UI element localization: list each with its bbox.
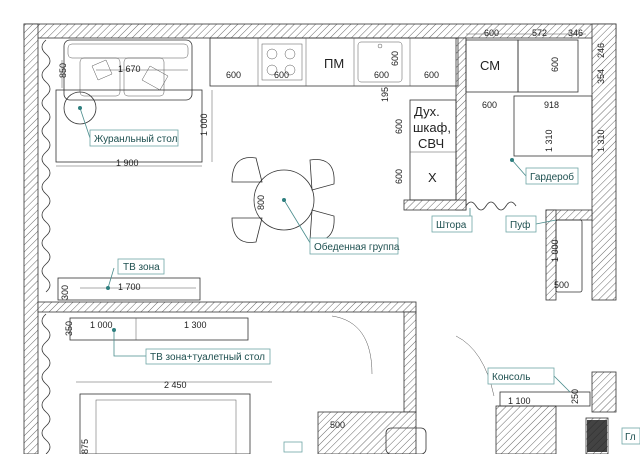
dim-kitchen-2: 600: [274, 70, 289, 80]
dim-console-width: 1 100: [508, 396, 531, 406]
door-arc-1: [331, 315, 373, 375]
dim-wardrobe-right: 1 310: [596, 129, 606, 152]
window-curtain: [41, 39, 51, 293]
callout-coffee-table: Журанльный стол: [78, 106, 179, 147]
dim-sofa-depth: 850: [58, 63, 68, 78]
dim-table: 800: [256, 195, 266, 210]
dim-wardrobe-side-1: 354: [596, 69, 606, 84]
top-wall: [23, 23, 617, 39]
dim-tall-2: 600: [394, 169, 404, 184]
dim-vanity-depth: 350: [64, 321, 74, 336]
dim-kitchen-1: 600: [226, 70, 241, 80]
coffee-table-label: Журанльный стол: [94, 134, 178, 145]
cut-label: Гл: [625, 432, 636, 443]
vanity-cabinet: [69, 317, 249, 341]
dim-kitchen-4: 600: [424, 70, 439, 80]
coffee-table: [63, 91, 97, 125]
oven-label-3: СВЧ: [418, 136, 444, 151]
kitchen-counter: [209, 37, 459, 87]
bedroom-door-jamb: [403, 311, 417, 413]
console-table: [499, 391, 591, 407]
wardrobe-zone: [465, 33, 593, 157]
dim-vanity-2: 1 300: [184, 320, 207, 330]
bedroom-divider: [37, 301, 417, 313]
bathtub: [385, 427, 427, 454]
dim-bath-width: 500: [330, 420, 345, 430]
bath-callout: [283, 441, 303, 453]
bed: [79, 393, 251, 454]
washer-label: СМ: [480, 58, 500, 73]
dining-label: Обеденная группа: [314, 241, 400, 253]
curtain-label: Штора: [436, 220, 467, 231]
dim-kitchen-gap: 195: [380, 87, 390, 102]
oven-label-1: Дух.: [414, 104, 440, 119]
console-label: Консоль: [492, 372, 530, 383]
tv-cabinet: [57, 277, 201, 301]
bath-wall: [317, 411, 417, 454]
dim-wardrobe-top-1: 600: [484, 28, 499, 38]
callout-curtain: Штора: [431, 208, 473, 233]
callout-cut: Гл: [621, 427, 640, 445]
dim-wardrobe-top-2: 572: [532, 28, 547, 38]
walls: [23, 23, 617, 454]
dim-wardrobe-side-2: 246: [596, 43, 606, 58]
dim-kitchen-3: 600: [374, 70, 389, 80]
callout-dining: Обеденная группа: [282, 198, 400, 255]
dim-sofa-width: 1 670: [118, 64, 141, 74]
dim-bed-depth: 875: [80, 439, 90, 454]
dim-kitchen-depth: 600: [390, 51, 400, 66]
rug: [55, 89, 203, 163]
tv-vanity-label: ТВ зона+туалетный стол: [150, 352, 265, 363]
dim-bed-width: 2 450: [164, 380, 187, 390]
tall-units: [409, 99, 457, 201]
sofa: [63, 39, 193, 101]
dim-wardrobe-depth: 600: [550, 57, 560, 72]
dim-wardrobe-inner-2: 918: [544, 100, 559, 110]
left-wall: [23, 23, 39, 454]
dim-wardrobe-height: 1 310: [544, 129, 554, 152]
door-arc-2: [455, 335, 495, 397]
pouf: [555, 219, 583, 293]
dim-console-depth: 250: [570, 389, 580, 404]
dim-wardrobe-top-3: 346: [568, 28, 583, 38]
lower-wall-block: [495, 405, 557, 454]
tv-zone-label: ТВ зона: [123, 262, 160, 273]
wardrobe-label: Гардероб: [530, 171, 574, 183]
callout-pouf: Пуф: [505, 215, 557, 233]
dim-tall-1: 600: [394, 119, 404, 134]
oven-label-2: шкаф,: [413, 120, 451, 135]
console-wall: [591, 371, 617, 413]
column-dark: [587, 420, 607, 452]
bed-mattress: [95, 399, 237, 454]
callout-tv-vanity: ТВ зона+туалетный стол: [112, 328, 271, 365]
dim-pouf-depth: 1 000: [550, 239, 560, 262]
dim-vanity-1: 1 000: [90, 320, 113, 330]
right-wall: [591, 23, 617, 301]
kitchen-bottom-wall: [403, 199, 467, 211]
dim-rug-depth: 1 000: [199, 113, 209, 136]
dim-tv-width: 1 700: [118, 282, 141, 292]
window-curtain-lower: [41, 313, 51, 454]
callout-wardrobe: Гардероб: [510, 158, 579, 185]
dim-wardrobe-inner-1: 600: [482, 100, 497, 110]
fridge-mark: Х: [428, 170, 437, 185]
dim-pouf-width: 500: [554, 280, 569, 290]
wardrobe-partition: [455, 37, 467, 211]
pouf-label: Пуф: [510, 219, 530, 231]
dim-tv-depth: 300: [60, 285, 70, 300]
callout-console: Консоль: [487, 367, 571, 393]
callout-tv: ТВ зона: [106, 258, 165, 290]
curtain-wave: [465, 201, 517, 211]
dim-rug-width: 1 900: [116, 158, 139, 168]
fridge-dishwasher-label: ПМ: [324, 56, 344, 71]
